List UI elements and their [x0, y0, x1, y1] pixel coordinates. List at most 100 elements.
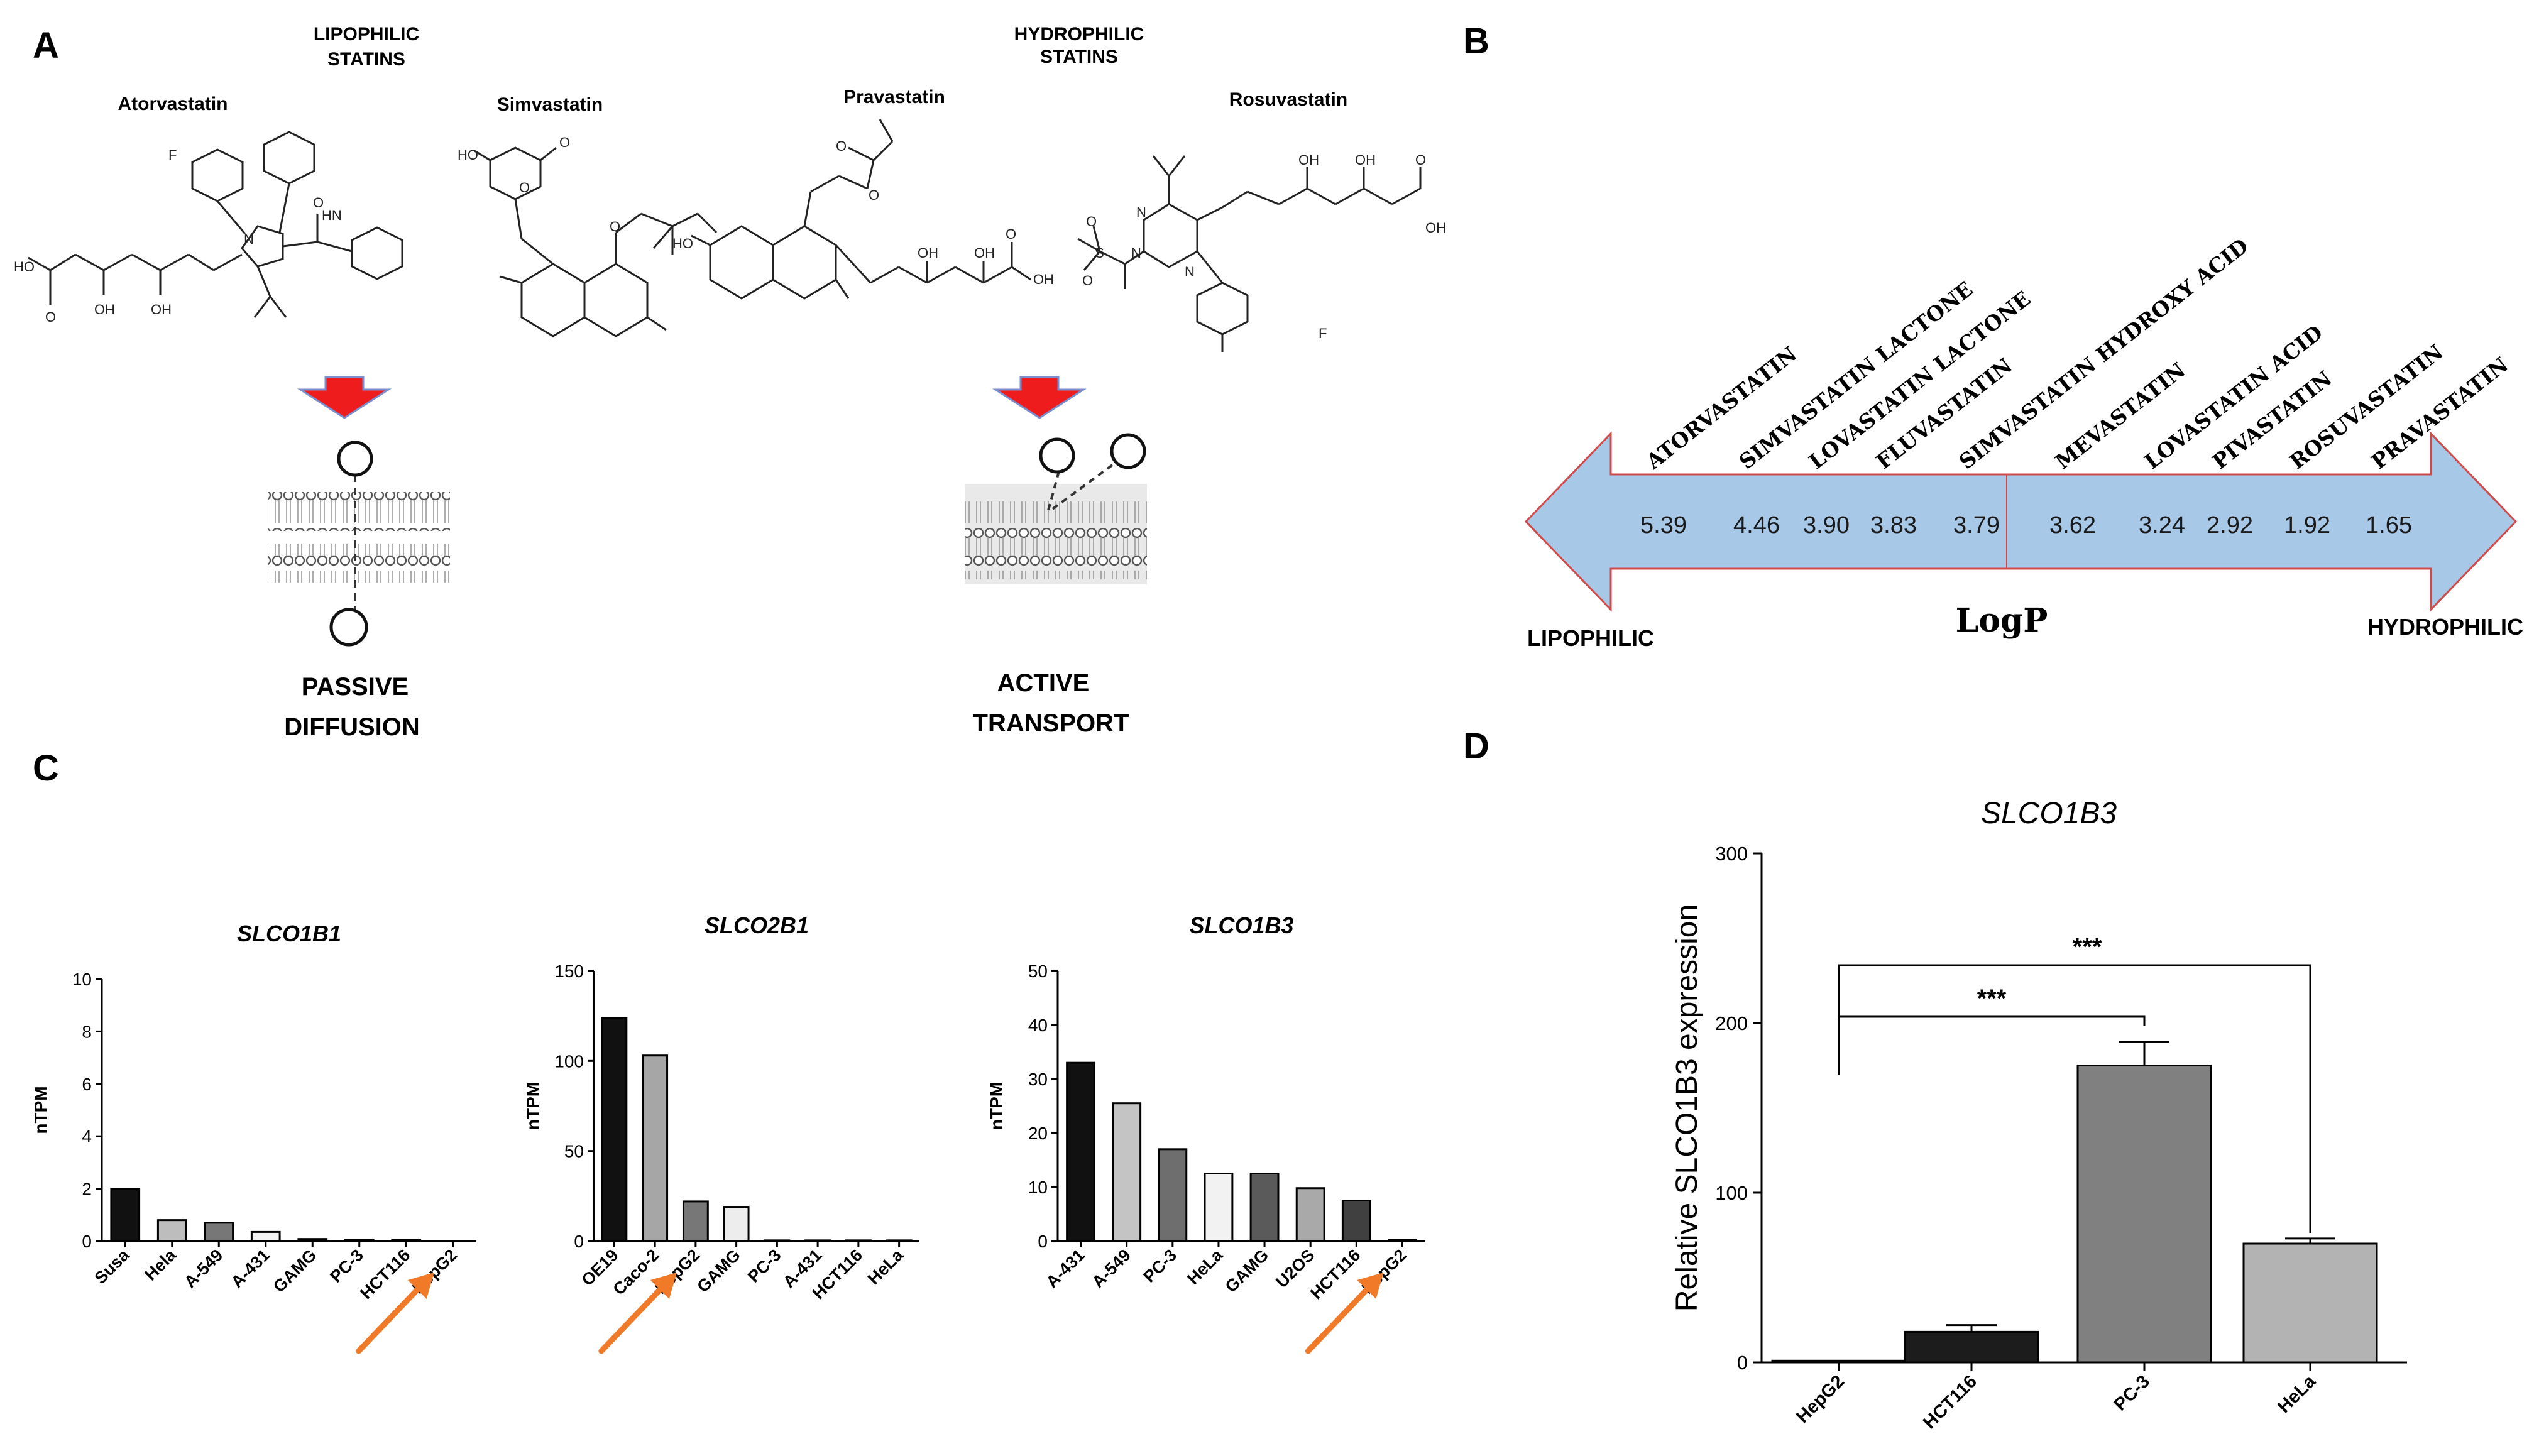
molecule-circle-bottom	[329, 608, 368, 647]
x-tick-label: A-549	[180, 1245, 226, 1291]
svg-text:F: F	[168, 147, 177, 163]
bar-pc-3	[764, 1239, 791, 1242]
hydrophilic-header-line2: STATINS	[1040, 47, 1118, 67]
membrane-upper-leaflet	[268, 492, 450, 531]
svg-text:O: O	[1086, 214, 1097, 229]
svg-text:OH: OH	[151, 302, 172, 317]
y-tick-label: 6	[82, 1075, 92, 1094]
bar-oe19	[601, 1017, 628, 1242]
structure-atorvastatin	[28, 131, 403, 318]
svg-text:O: O	[519, 180, 530, 195]
membrane-lower-leaflet-active	[965, 540, 1147, 579]
y-tick-label: 0	[574, 1232, 584, 1251]
structure-rosuvastatin	[1077, 155, 1422, 352]
lipophilic-label: LIPOPHILIC	[1527, 625, 1654, 651]
logp-value-9: 1.65	[2366, 512, 2412, 539]
y-axis-label: Relative SLCO1B3 expression	[1670, 904, 1704, 1311]
statin-name-8: ROSUVASTATIN	[2285, 339, 2448, 474]
structure-simvastatin	[474, 146, 718, 337]
y-tick-label: 20	[1028, 1124, 1048, 1143]
passive-label-line1: PASSIVE	[302, 673, 409, 701]
svg-text:O: O	[1415, 152, 1426, 168]
x-tick-label: Susa	[91, 1245, 134, 1288]
svg-text:F: F	[1319, 326, 1327, 341]
y-tick-label: 50	[564, 1142, 584, 1161]
bar-caco-2	[642, 1054, 669, 1242]
x-tick-label: HeLa	[2274, 1371, 2320, 1417]
x-tick-label: HeLa	[1183, 1245, 1227, 1288]
significance-label: ***	[2073, 933, 2102, 961]
svg-text:O: O	[610, 219, 620, 234]
x-tick-label: HCT116	[1307, 1245, 1364, 1303]
molecule-name-rosuvastatin: Rosuvastatin	[1229, 89, 1347, 110]
bar-u2os	[1295, 1187, 1325, 1242]
logp-value-0: 5.39	[1640, 512, 1687, 539]
y-axis-label: nTPM	[31, 1086, 50, 1134]
y-tick-label: 0	[1737, 1352, 1748, 1374]
bar-pc-3	[1158, 1148, 1188, 1242]
bar-pc-3	[344, 1239, 375, 1242]
svg-text:OH: OH	[94, 302, 115, 317]
logp-axis-label: LogP	[1956, 601, 2048, 640]
bar-gamg	[1249, 1173, 1280, 1242]
bar-hct116	[391, 1239, 422, 1242]
y-tick-label: 2	[82, 1180, 92, 1199]
lipophilic-header-line1: LIPOPHILIC	[314, 24, 419, 45]
x-tick-label: A-549	[1089, 1245, 1134, 1291]
bar-hela	[2242, 1242, 2378, 1364]
hydrophilic-label: HYDROPHILIC	[2367, 614, 2523, 640]
red-arrow-right	[992, 376, 1087, 419]
bar-a-431	[250, 1230, 281, 1242]
chart-title: SLCO1B1	[237, 921, 341, 946]
svg-text:O: O	[45, 309, 56, 325]
y-tick-label: 150	[554, 961, 584, 981]
svg-text:O: O	[1006, 226, 1016, 242]
y-tick-label: 50	[1028, 961, 1048, 981]
svg-text:OH: OH	[1298, 152, 1319, 168]
bar-pc-3	[2076, 1065, 2212, 1364]
y-tick-label: 0	[1038, 1232, 1048, 1251]
x-tick-label: GAMG	[693, 1245, 744, 1296]
x-tick-label: PC-3	[2110, 1371, 2154, 1415]
chart-title: SLCO1B3	[1189, 912, 1293, 938]
logp-value-4: 3.79	[1953, 512, 2000, 539]
logp-value-7: 2.92	[2207, 512, 2253, 539]
bar-hela	[886, 1239, 913, 1242]
statin-name-0: ATORVASTATIN	[1641, 341, 1801, 474]
x-tick-label: GAMG	[1222, 1245, 1273, 1296]
x-tick-label: HeLa	[864, 1245, 908, 1288]
logp-value-2: 3.90	[1803, 512, 1850, 539]
structure-pravastatin	[691, 119, 1031, 300]
bar-a-549	[204, 1222, 234, 1242]
bar-hepg2	[1771, 1359, 1907, 1364]
passive-label-line2: DIFFUSION	[284, 713, 420, 741]
svg-text:N: N	[244, 231, 254, 247]
active-label-line1: ACTIVE	[997, 669, 1090, 697]
panel-d-letter: D	[1463, 726, 1489, 767]
bar-hepg2	[1388, 1239, 1417, 1242]
logp-value-8: 1.92	[2284, 512, 2330, 539]
x-tick-label: A-431	[228, 1245, 273, 1291]
logp-value-3: 3.83	[1870, 512, 1917, 539]
svg-text:OH: OH	[1355, 152, 1376, 168]
y-tick-label: 4	[82, 1127, 92, 1146]
y-tick-label: 0	[82, 1232, 92, 1251]
logp-value-6: 3.24	[2139, 512, 2185, 539]
y-tick-label: 30	[1028, 1070, 1048, 1089]
significance-bracket	[1838, 964, 2311, 1233]
y-tick-label: 8	[82, 1022, 92, 1041]
active-label-line2: TRANSPORT	[973, 709, 1129, 737]
active-transport-diagram: ACTIVE TRANSPORT	[965, 376, 1147, 737]
highlight-arrow-head	[1357, 1273, 1384, 1299]
logp-double-arrow	[1524, 431, 2518, 612]
svg-text:OH: OH	[1425, 220, 1446, 236]
membrane-lower-leaflet	[268, 544, 450, 583]
molecule-circle-top	[337, 441, 373, 477]
highlight-arrow-head	[650, 1273, 677, 1299]
y-tick-label: 100	[554, 1051, 584, 1071]
bar-susa	[110, 1188, 141, 1242]
